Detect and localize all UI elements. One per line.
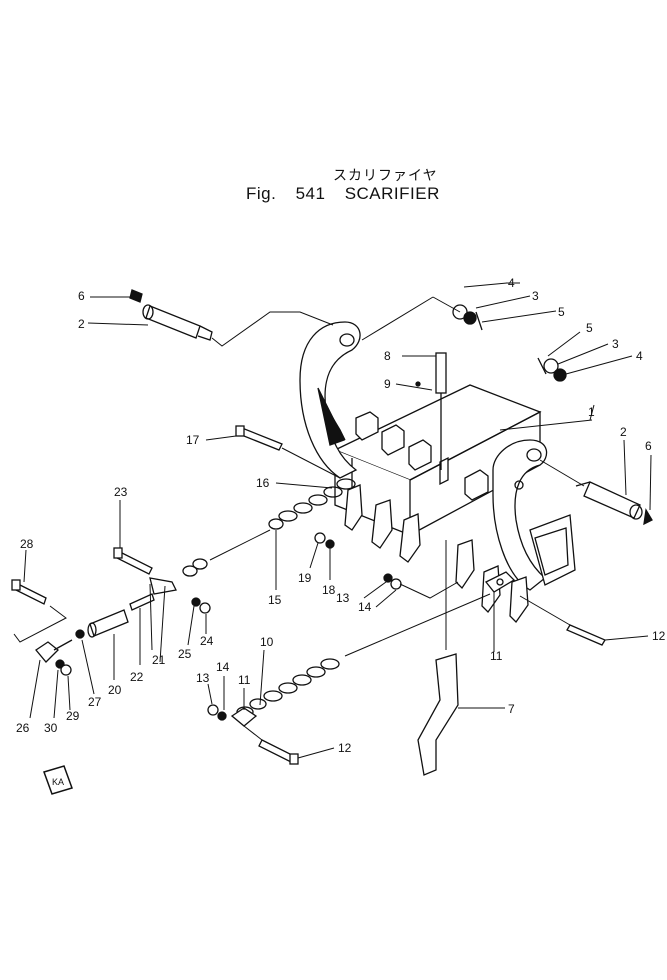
callout-29: 29 bbox=[66, 709, 80, 723]
callout-13: 13 bbox=[336, 591, 350, 605]
page-badge: KA bbox=[43, 765, 73, 795]
nuts-13-14-mid bbox=[363, 573, 459, 608]
callout-17: 17 bbox=[186, 433, 200, 447]
nuts-27-29-30 bbox=[53, 629, 95, 719]
callout-23: 23 bbox=[114, 485, 128, 499]
nuts-13-14-lower bbox=[207, 676, 227, 721]
badge-text: KA bbox=[52, 777, 64, 787]
nuts-24-25 bbox=[187, 597, 211, 646]
figure-number: 541 bbox=[295, 184, 326, 203]
callout-25: 25 bbox=[178, 647, 192, 661]
figure-title: SCARIFIER bbox=[344, 184, 440, 203]
right-arm bbox=[492, 439, 576, 591]
callout-13: 13 bbox=[196, 671, 210, 685]
callout-8: 8 bbox=[384, 349, 391, 363]
callout-10: 10 bbox=[260, 635, 274, 649]
bolt-28 bbox=[11, 549, 73, 719]
callout-5: 5 bbox=[586, 321, 593, 335]
callout-11: 11 bbox=[238, 673, 251, 687]
callout-21: 21 bbox=[152, 653, 166, 667]
figure-label: Fig. bbox=[246, 184, 277, 203]
left-arm bbox=[299, 321, 361, 479]
callout-2: 2 bbox=[620, 425, 627, 439]
callout-20: 20 bbox=[108, 683, 122, 697]
callout-12: 12 bbox=[338, 741, 352, 755]
nuts-18-19 bbox=[309, 532, 335, 580]
callout-5: 5 bbox=[558, 305, 565, 319]
chain-upper bbox=[182, 478, 356, 590]
bolt-23 bbox=[113, 500, 177, 663]
callout-19: 19 bbox=[298, 571, 312, 585]
callout-3: 3 bbox=[612, 337, 619, 351]
callout-14: 14 bbox=[216, 660, 230, 674]
callout-28: 28 bbox=[20, 537, 34, 551]
callout-12: 12 bbox=[652, 629, 666, 643]
washers-top bbox=[361, 282, 557, 341]
pin-2-left bbox=[87, 289, 334, 347]
callout-14: 14 bbox=[358, 600, 372, 614]
title-japanese: スカリファイヤ bbox=[333, 167, 438, 183]
callout-30: 30 bbox=[44, 721, 58, 735]
callout-22: 22 bbox=[130, 670, 144, 684]
callout-9: 9 bbox=[384, 377, 391, 391]
callout-24: 24 bbox=[200, 634, 214, 648]
chain-lower bbox=[230, 593, 491, 727]
callout-27: 27 bbox=[88, 695, 102, 709]
clevis-right bbox=[484, 571, 649, 648]
turnbuckle bbox=[87, 593, 155, 680]
callout-15: 15 bbox=[268, 593, 282, 607]
callout-4: 4 bbox=[636, 349, 643, 363]
callout-1: 1 bbox=[588, 405, 595, 419]
figure-caption: Fig. 541 SCARIFIER bbox=[246, 184, 454, 204]
callout-11: 11 bbox=[490, 649, 503, 663]
bolt-12-lower bbox=[243, 725, 335, 765]
callout-7: 7 bbox=[508, 702, 515, 716]
callout-4: 4 bbox=[508, 276, 515, 290]
washers-right bbox=[499, 331, 633, 431]
bolt-17 bbox=[205, 425, 341, 479]
leader-lines bbox=[493, 282, 595, 652]
pin-2-right bbox=[539, 439, 653, 526]
callout-6: 6 bbox=[645, 439, 652, 453]
callout-18: 18 bbox=[322, 583, 336, 597]
teeth-row bbox=[344, 484, 529, 624]
callout-26: 26 bbox=[16, 721, 30, 735]
callout-numbers: 1 2 2 3 3 4 4 5 5 6 6 7 8 9 10 11 11 12 … bbox=[16, 276, 666, 755]
callout-6: 6 bbox=[78, 289, 85, 303]
callout-16: 16 bbox=[256, 476, 270, 490]
pin-8-9 bbox=[395, 352, 447, 470]
tooth-7 bbox=[417, 540, 505, 776]
callout-3: 3 bbox=[532, 289, 539, 303]
shank-holders bbox=[355, 411, 489, 501]
callout-2: 2 bbox=[78, 317, 85, 331]
